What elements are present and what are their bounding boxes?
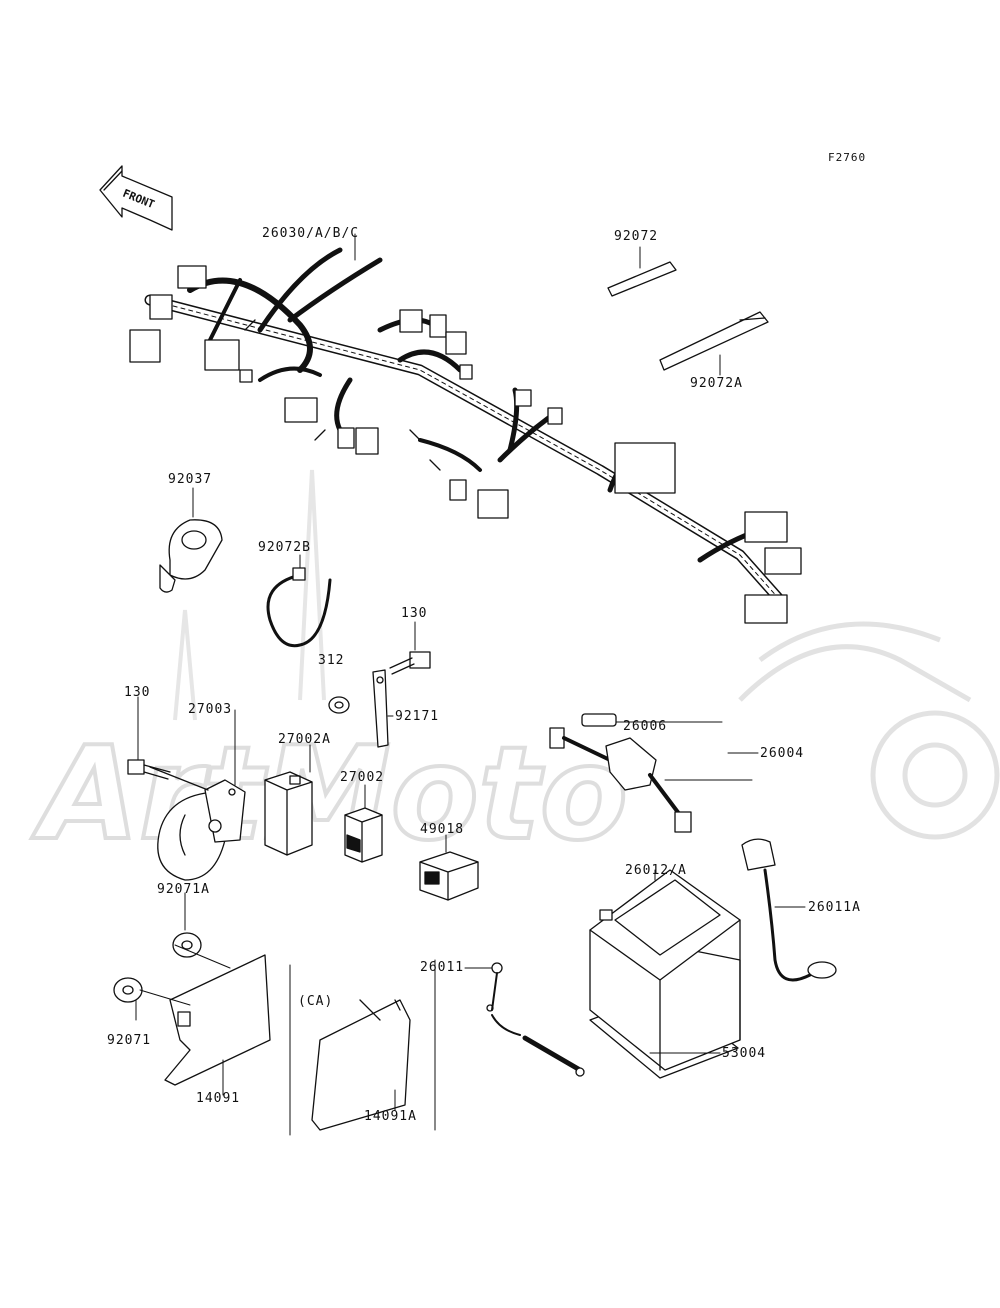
part-label-connector[interactable]: 49018	[420, 822, 465, 837]
leader-lines	[135, 233, 806, 1111]
part-label-fuse[interactable]: 26006	[623, 719, 668, 734]
grommet-a-icon	[172, 932, 202, 958]
relay-a-icon	[264, 771, 313, 856]
clamp-icon	[159, 519, 223, 593]
relay-icon	[344, 807, 383, 863]
band-small-icon	[607, 261, 677, 297]
bolt-horn-icon	[127, 759, 171, 780]
figure-code: F2760	[828, 151, 867, 164]
watermark-text: ArtMoto	[31, 720, 628, 869]
cover-ca-icon	[311, 999, 411, 1131]
band-large-icon	[659, 311, 769, 371]
grommet-icon	[113, 977, 143, 1003]
fuse-icon	[581, 713, 617, 727]
cover-icon	[164, 954, 271, 1086]
part-label-clamp[interactable]: 92037	[168, 472, 213, 487]
part-label-pad[interactable]: 53004	[722, 1046, 767, 1061]
part-label-battery[interactable]: 26012/A	[625, 863, 687, 878]
part-label-cable-pos[interactable]: 26011	[420, 960, 465, 975]
part-label-band-small[interactable]: 92072	[614, 229, 659, 244]
horn-icon	[149, 766, 246, 881]
part-label-band-b[interactable]: 92072B	[258, 540, 311, 555]
part-label-relay[interactable]: 27002	[340, 770, 385, 785]
bolt-top-icon	[389, 651, 431, 675]
front-arrow-icon: FRONT	[99, 165, 173, 231]
part-label-harness[interactable]: 26030/A/B/C	[262, 226, 360, 241]
part-label-relay-a[interactable]: 27002A	[278, 732, 331, 747]
wiring-harness	[129, 247, 802, 624]
part-label-band-large[interactable]: 92072A	[690, 376, 743, 391]
fuse-holder-icon	[549, 727, 692, 833]
part-label-cable-neg[interactable]: 26011A	[808, 900, 861, 915]
part-label-cover[interactable]: 14091	[196, 1091, 241, 1106]
bracket-icon	[372, 669, 389, 748]
ca-note: (CA)	[298, 994, 334, 1009]
connector-icon	[419, 851, 479, 901]
battery-icon	[589, 869, 741, 1079]
band-b-icon	[266, 567, 332, 648]
divider-lines	[289, 959, 436, 1136]
part-label-grommet[interactable]: 92071	[107, 1033, 152, 1048]
part-label-fuse-holder[interactable]: 26004	[760, 746, 805, 761]
nut-icon	[328, 696, 350, 714]
part-label-bracket[interactable]: 92171	[395, 709, 440, 724]
part-label-grommet-a[interactable]: 92071A	[157, 882, 210, 897]
part-label-horn[interactable]: 27003	[188, 702, 233, 717]
watermark-motorcycle	[738, 621, 1000, 840]
cable-neg-icon	[741, 838, 837, 982]
part-label-bolt-horn[interactable]: 130	[124, 685, 151, 700]
cable-pos-icon	[486, 962, 585, 1077]
part-label-cover-ca[interactable]: 14091A	[364, 1109, 417, 1124]
part-label-nut[interactable]: 312	[318, 653, 345, 668]
part-label-bolt-top[interactable]: 130	[401, 606, 428, 621]
